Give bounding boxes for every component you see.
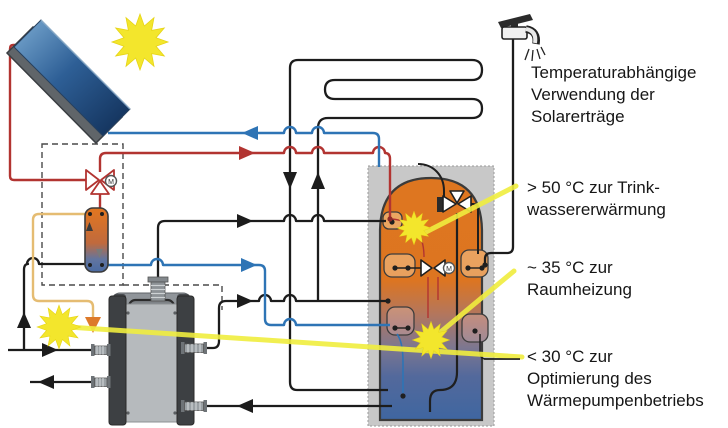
valve-motor-icon bbox=[442, 261, 456, 275]
arrow-right-icon bbox=[42, 343, 58, 357]
faucet-icon bbox=[498, 14, 546, 62]
hx-down-arrow-icon bbox=[96, 249, 103, 258]
label-pointer-lines bbox=[65, 183, 525, 360]
svg-text:M: M bbox=[108, 179, 114, 186]
arrow-down-icon bbox=[85, 317, 101, 333]
hx-source-pipe bbox=[22, 256, 85, 350]
arrow-down-icon bbox=[283, 172, 297, 189]
valve-motor-icon bbox=[104, 174, 118, 188]
solar-collector-panel bbox=[5, 19, 131, 145]
corrugated-connector-icon bbox=[91, 344, 111, 356]
hx-return-pipe bbox=[108, 257, 390, 327]
arrow-right-icon bbox=[237, 294, 253, 308]
corrugated-connector-icon bbox=[181, 400, 207, 412]
heat-pump-label: < 30 °C zur Optimierung des Wärmepumpenb… bbox=[527, 347, 704, 410]
arrow-right-icon bbox=[237, 214, 253, 228]
flow-arrows-blue bbox=[241, 126, 258, 272]
arrow-up-icon bbox=[17, 312, 31, 328]
heat-pump-unit bbox=[91, 276, 207, 426]
heat-exchanger bbox=[84, 207, 109, 273]
arrow-left-icon bbox=[38, 375, 54, 389]
arrow-right-icon bbox=[241, 258, 257, 272]
arrow-right-icon bbox=[239, 146, 255, 160]
water-spray-icon bbox=[524, 46, 546, 62]
hp-supply-pipe bbox=[206, 293, 388, 350]
space-heating-label: ~ 35 °C zur Raumheizung bbox=[527, 258, 632, 299]
tap-pipe bbox=[483, 38, 515, 263]
solar-lowtemp-pipe bbox=[31, 212, 95, 318]
solar-module-dashed-box bbox=[41, 143, 223, 310]
tank-heating-mixing-valve: M bbox=[420, 259, 456, 277]
collector-flow-pipe bbox=[8, 43, 86, 182]
sun-icon bbox=[36, 304, 82, 350]
cold-pipes bbox=[108, 125, 390, 327]
solar-diverter-valve: M bbox=[85, 169, 118, 195]
corrugated-connector-icon bbox=[147, 276, 169, 302]
corrugated-connector-icon bbox=[181, 342, 207, 354]
corrugated-connector-icon bbox=[91, 376, 111, 388]
hp-top-pipe bbox=[156, 213, 386, 279]
red-connection-dot bbox=[387, 216, 393, 222]
collector-return-pipe bbox=[108, 125, 381, 167]
valve-to-tank-pipe bbox=[98, 145, 392, 218]
arrow-left-icon bbox=[242, 126, 258, 140]
svg-text:M: M bbox=[446, 266, 452, 273]
heating-coil-pipe bbox=[288, 58, 484, 392]
hx-up-arrow-icon bbox=[86, 222, 93, 231]
dhw-label: > 50 °C zur Trink- wassererwärmung bbox=[527, 178, 666, 219]
arrow-left-icon bbox=[237, 399, 253, 413]
heading-label: Temperaturabhängige Verwendung der Solar… bbox=[531, 63, 697, 126]
sun-icon bbox=[111, 13, 169, 71]
arrow-up-icon bbox=[311, 172, 325, 189]
flow-arrows-black bbox=[17, 172, 325, 413]
